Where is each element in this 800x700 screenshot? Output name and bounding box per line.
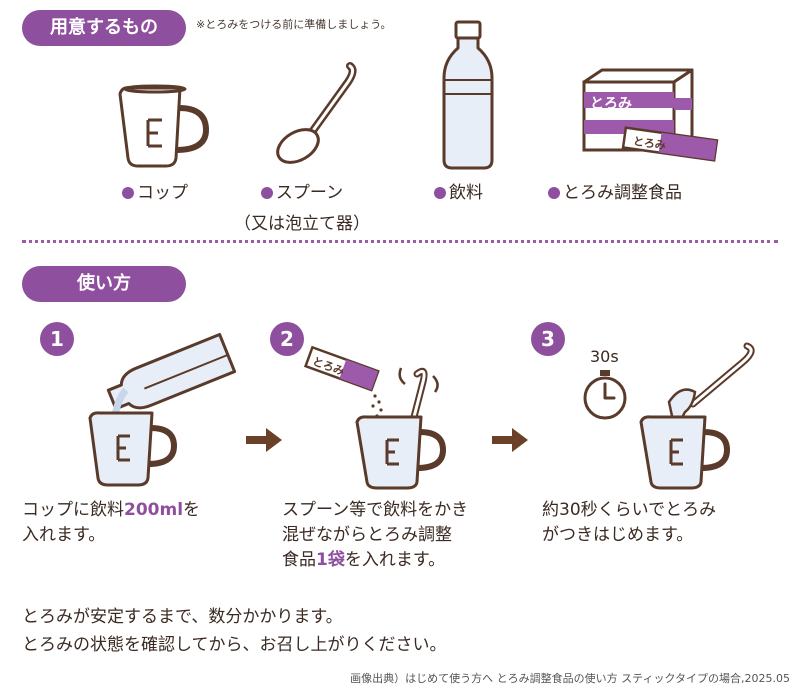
timer-label: 30s [590, 347, 619, 366]
next-arrow-icon [492, 428, 528, 452]
prepare-section-title: 用意するもの [22, 10, 186, 46]
step-number-3: 3 [531, 322, 565, 356]
next-arrow-icon [246, 428, 282, 452]
bullet-dot [260, 187, 273, 199]
stopwatch-icon [583, 370, 627, 420]
prepare-note: ※とろみをつける前に準備しましょう。 [196, 18, 392, 31]
item-label-thickener: とろみ調整食品 [548, 178, 682, 203]
packet-highlight: 1袋 [316, 550, 345, 570]
bottle-icon [442, 20, 494, 170]
bullet-dot [434, 187, 446, 199]
step-number-2: 2 [270, 322, 304, 356]
step1-description: コップに飲料200mlを 入れます。 [22, 500, 201, 545]
box-label: とろみ [590, 96, 632, 112]
bullet-dot [548, 187, 560, 199]
pour-drink-illustration [88, 332, 237, 487]
thickened-drink-illustration [639, 342, 755, 490]
image-source-credit: 画像出典）はじめて使う方へ とろみ調整食品の使い方 スティックタイプの場合,20… [350, 672, 790, 685]
step2-description: スプーン等で飲料をかき 混ぜながらとろみ調整 食品1袋を入れます。 [282, 500, 469, 570]
spoon-icon [276, 62, 357, 164]
thickener-box-icon [582, 68, 719, 162]
item-label-cup: コップ [122, 178, 188, 203]
step3-description: 約30秒くらいでとろみ がつきはじめます。 [542, 500, 717, 545]
usage-section-title: 使い方 [22, 266, 186, 302]
footer-note-line1: とろみが安定するまで、数分かかります。 [22, 607, 343, 627]
bullet-dot [122, 187, 134, 199]
item-sublabel-whisk: （又は泡立て器） [234, 214, 370, 234]
item-label-drink: 飲料 [434, 178, 483, 203]
footer-note-line2: とろみの状態を確認してから、お召し上がりください。 [22, 635, 447, 655]
item-label-spoon: スプーン （又は泡立て器） [234, 183, 370, 234]
amount-highlight: 200ml [124, 500, 184, 520]
section-divider [22, 240, 778, 243]
stir-illustration [303, 345, 447, 490]
step-number-1: 1 [40, 322, 74, 356]
cup-icon [118, 84, 210, 168]
